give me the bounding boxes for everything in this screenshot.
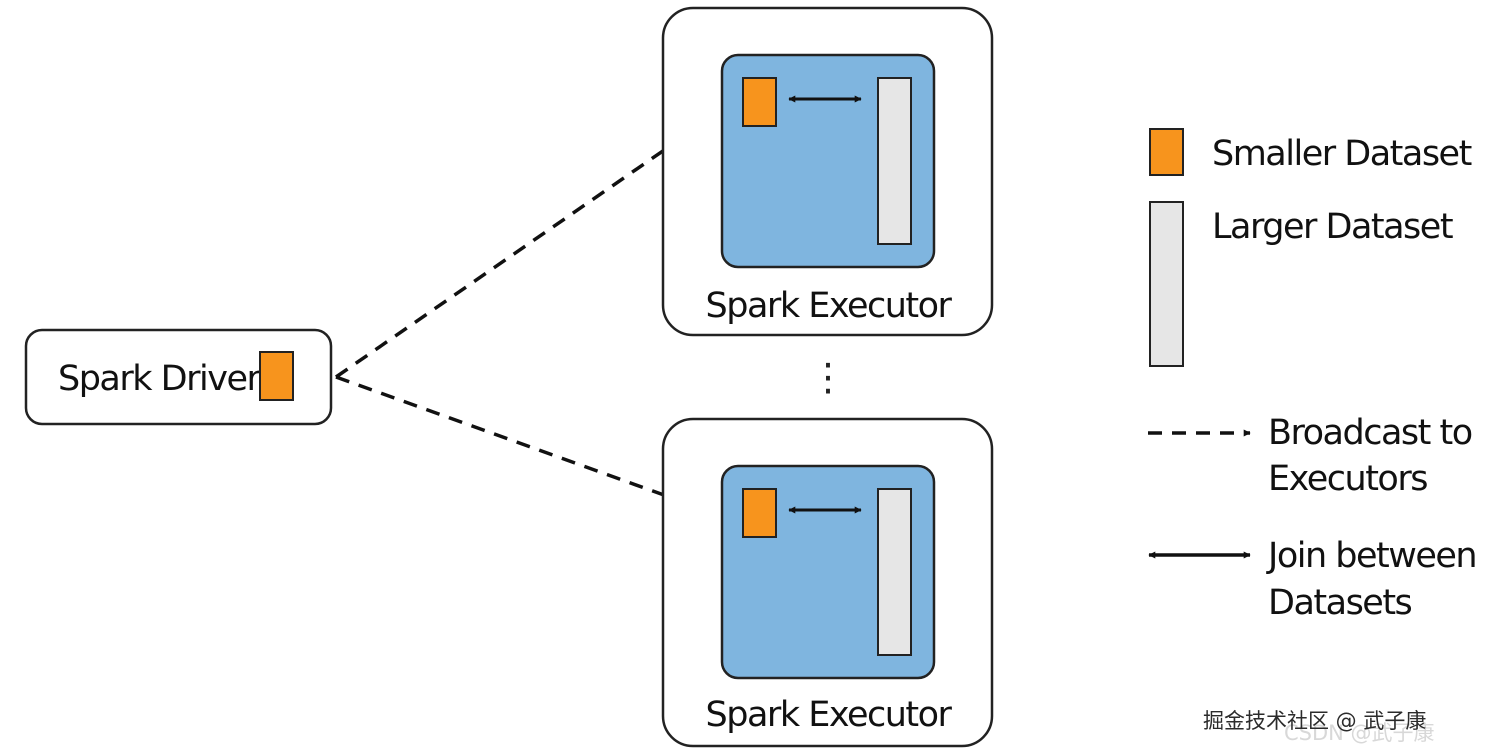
driver-smaller-dataset-block <box>259 351 294 401</box>
spark-executor-node-1: Spark Executor <box>661 6 994 337</box>
legend-larger-dataset-label: Larger Dataset <box>1212 207 1453 247</box>
watermark-juejin: 掘金技术社区 @ 武子康 <box>1203 709 1426 733</box>
legend-larger-dataset-swatch <box>1149 201 1184 367</box>
executor-1-smaller-dataset-block <box>742 77 777 127</box>
broadcast-arrows <box>335 106 726 519</box>
spark-executor-node-2: Spark Executor <box>661 417 994 748</box>
spark-driver-label: Spark Driver <box>58 359 261 399</box>
executor-2-smaller-dataset-block <box>742 488 777 538</box>
executors-ellipsis: ⋮ <box>809 355 847 399</box>
watermark-csdn: CSDN @武子康 <box>1284 721 1435 745</box>
legend-join-label-line2: Datasets <box>1268 583 1412 623</box>
executor-2-label: Spark Executor <box>706 695 953 735</box>
legend-join-label-line1: Join between <box>1266 536 1476 576</box>
executor-1-label: Spark Executor <box>706 286 953 326</box>
executor-2-larger-dataset-block <box>877 488 912 656</box>
spark-driver-node: Spark Driver <box>24 328 333 426</box>
executor-1-larger-dataset-block <box>877 77 912 245</box>
legend-smaller-dataset-swatch <box>1149 128 1184 176</box>
legend-broadcast-label-line1: Broadcast to <box>1268 413 1472 453</box>
legend: Smaller Dataset Larger Dataset Broadcast… <box>1148 128 1478 623</box>
legend-broadcast-label-line2: Executors <box>1268 459 1427 499</box>
broadcast-arrow-top <box>335 106 726 379</box>
legend-smaller-dataset-label: Smaller Dataset <box>1212 134 1472 174</box>
spark-driver-box <box>24 328 333 426</box>
broadcast-arrow-bottom <box>335 375 726 519</box>
